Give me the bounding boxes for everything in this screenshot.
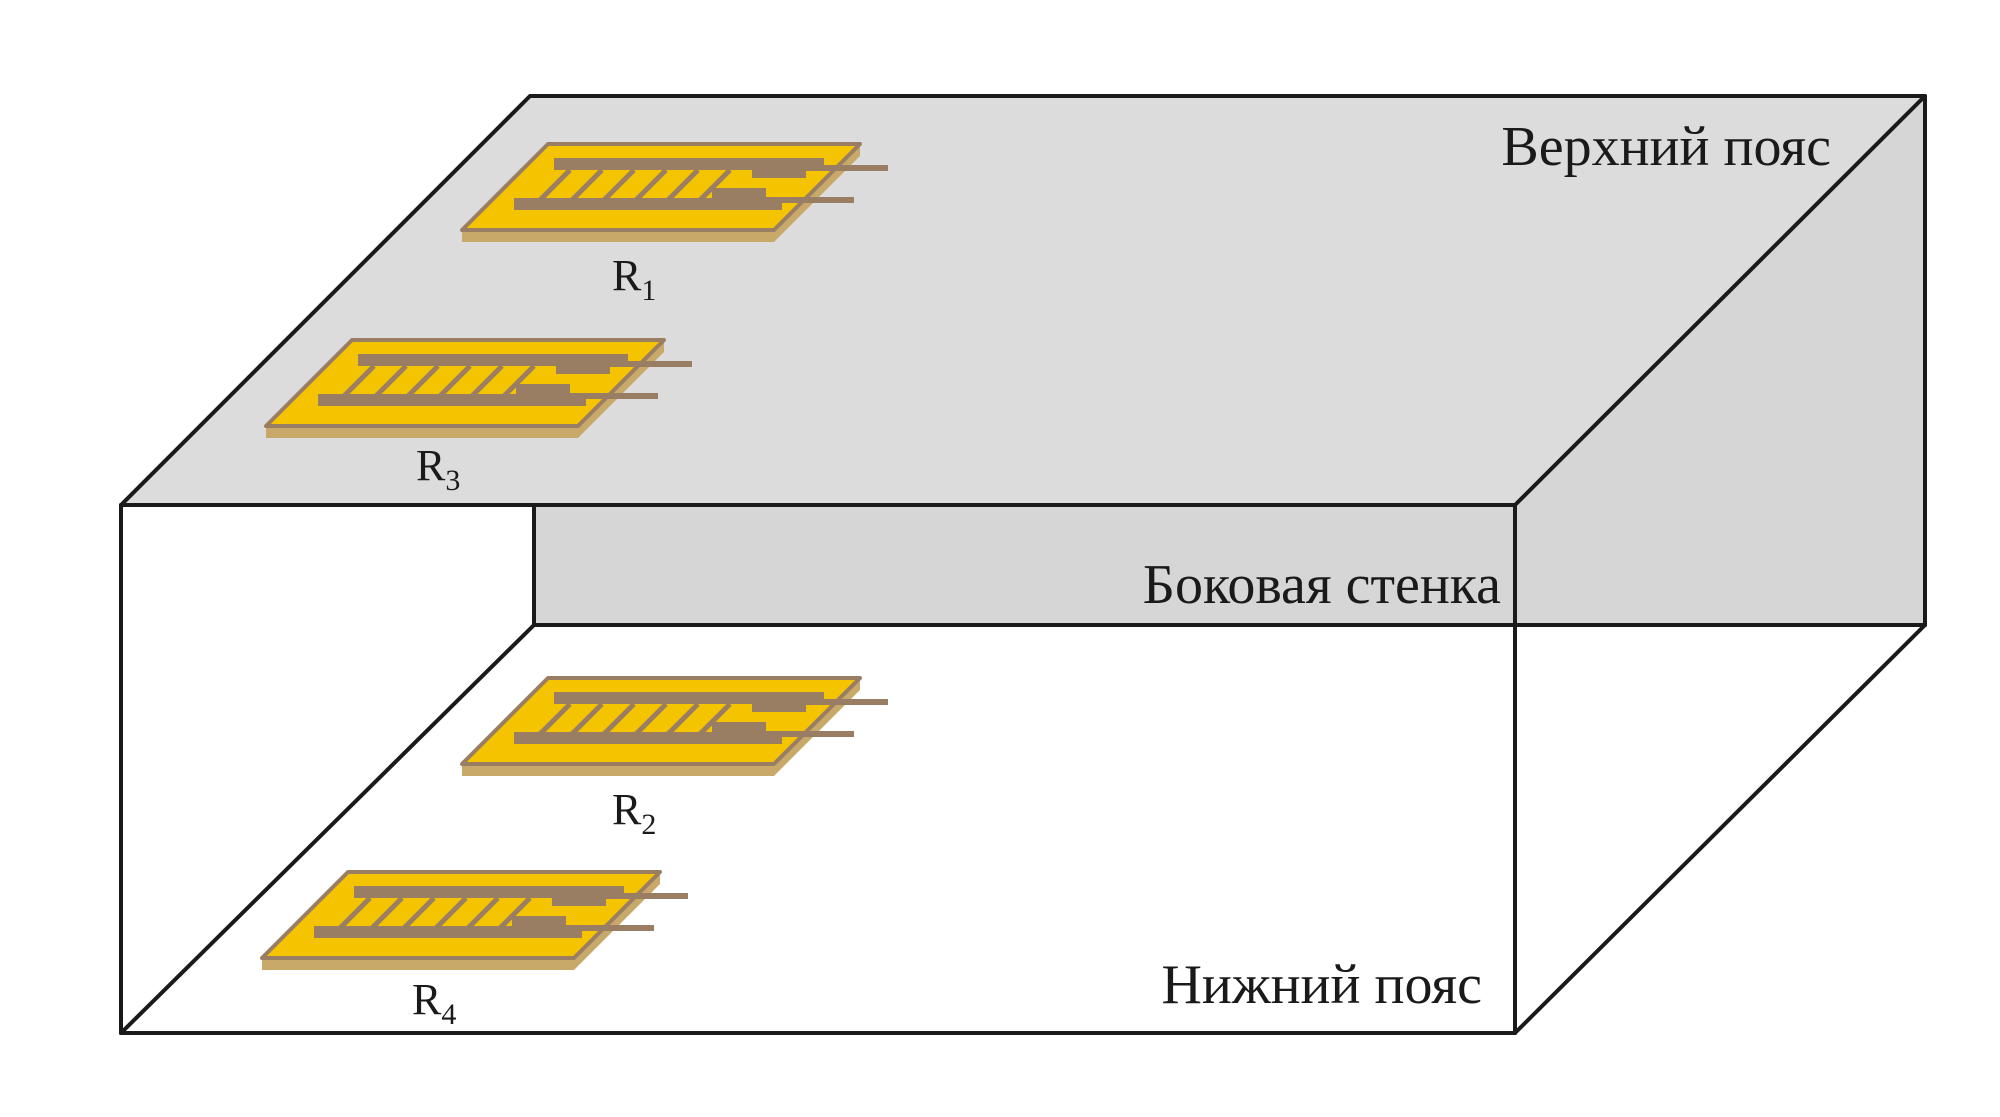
gauge-grid-line <box>342 364 376 398</box>
gauge-grid-line <box>502 364 536 398</box>
gauge-grid-line <box>470 364 504 398</box>
gauge-grid-line <box>666 702 700 736</box>
gauge-grid-line <box>570 168 604 202</box>
gauge-grid-line <box>434 896 468 930</box>
gauge-grid-line <box>406 364 440 398</box>
gauge-grid-line <box>370 896 404 930</box>
gauge-label-r2: R2 <box>612 785 656 841</box>
top-flange-label: Верхний пояс <box>1501 116 1831 178</box>
right-face <box>1515 96 1925 625</box>
gauge-grid-line <box>538 702 572 736</box>
gauge-label-r1: R1 <box>612 251 656 307</box>
gauge-backing-side <box>462 230 774 242</box>
bottom-flange-label: Нижний пояс <box>1161 954 1482 1016</box>
gauge-grid-line <box>634 168 668 202</box>
gauge-grid-line <box>538 168 572 202</box>
gauge-grid-line <box>634 702 668 736</box>
gauge-grid-line <box>698 702 732 736</box>
gauge-pad-lower <box>712 188 766 206</box>
gauge-pad-upper <box>552 888 606 906</box>
gauge-pad-upper <box>752 694 806 712</box>
strain-gauge-r3 <box>264 338 692 438</box>
strain-gauge-r2 <box>460 676 888 776</box>
gauge-backing-side <box>262 958 574 970</box>
gauge-grid-line <box>602 702 636 736</box>
strain-gauge-r4 <box>260 870 688 970</box>
strain-gauge-r1 <box>460 142 888 242</box>
gauge-carrier <box>460 676 862 766</box>
gauge-backing-side <box>266 426 578 438</box>
gauge-backing-side <box>462 764 774 776</box>
gauge-pad-upper <box>556 356 610 374</box>
gauge-grid-line <box>602 168 636 202</box>
box-edges <box>119 94 1927 1035</box>
gauge-pad-lower <box>712 722 766 740</box>
gauge-grid-line <box>666 168 700 202</box>
gauge-pad-lower <box>516 384 570 402</box>
gauge-pad-lower <box>512 916 566 934</box>
gauge-grid-line <box>698 168 732 202</box>
gauge-grid-line <box>570 702 604 736</box>
gauge-label-r3: R3 <box>416 441 460 497</box>
gauge-grid-line <box>402 896 436 930</box>
gauge-grid-line <box>466 896 500 930</box>
side-wall-label: Боковая стенка <box>1143 554 1501 616</box>
gauge-grid-line <box>338 896 372 930</box>
gauge-grid-line <box>498 896 532 930</box>
gauge-carrier <box>260 870 662 960</box>
gauge-label-r4: R4 <box>412 975 456 1031</box>
gauge-pad-upper <box>752 160 806 178</box>
gauge-grid-line <box>374 364 408 398</box>
gauge-grid-line <box>438 364 472 398</box>
